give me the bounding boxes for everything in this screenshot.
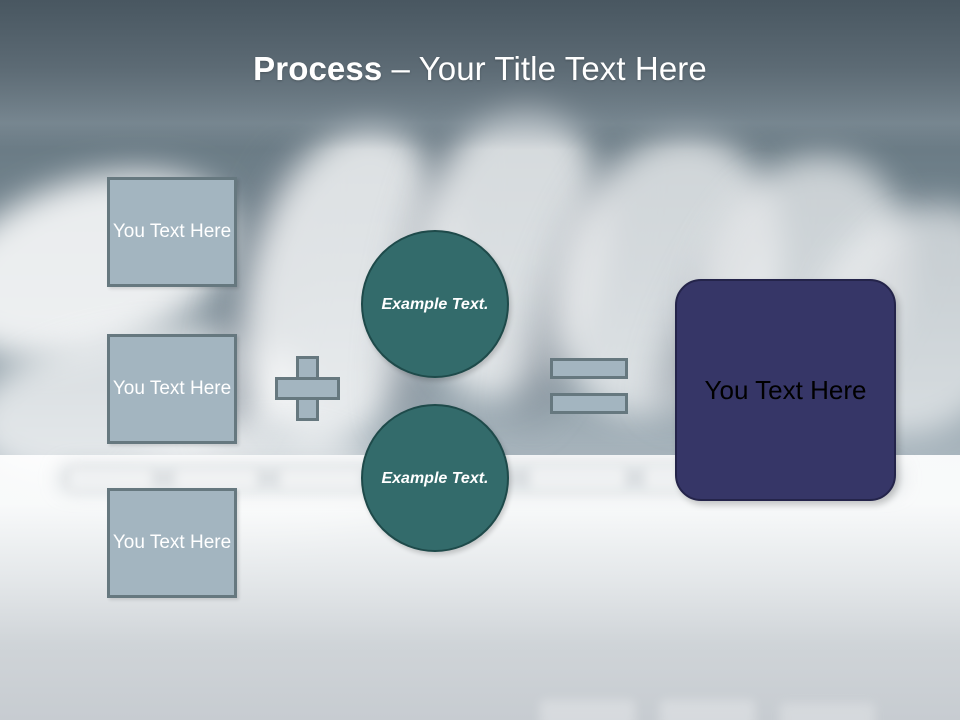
input-box-1[interactable]: You Text Here [107,177,237,287]
background-key [175,469,257,489]
background-key [540,700,635,720]
input-box-3[interactable]: You Text Here [107,488,237,598]
equals-icon-top-bar [550,358,628,379]
background-key [70,469,152,489]
example-circle-2[interactable]: Example Text. [361,404,509,552]
example-circle-1-label: Example Text. [381,295,489,313]
slide-title: Process – Your Title Text Here [0,49,960,89]
input-box-3-label: You Text Here [112,532,232,553]
background-key [780,703,875,720]
background-key [660,700,755,720]
result-box[interactable]: You Text Here [675,279,896,501]
plus-icon-center-patch [299,380,316,397]
slide-title-rest: – Your Title Text Here [382,50,707,87]
input-box-1-label: You Text Here [112,221,232,242]
example-circle-1[interactable]: Example Text. [361,230,509,378]
plus-icon [275,356,340,421]
background-key [280,469,362,489]
input-box-2-label: You Text Here [112,378,232,399]
background-key [530,467,625,489]
example-circle-2-label: Example Text. [381,469,489,487]
equals-icon [550,358,628,418]
input-box-2[interactable]: You Text Here [107,334,237,444]
result-box-label: You Text Here [704,375,867,405]
slide-title-bold: Process [253,50,383,87]
equals-icon-bottom-bar [550,393,628,414]
title-band-overlay [0,0,960,150]
